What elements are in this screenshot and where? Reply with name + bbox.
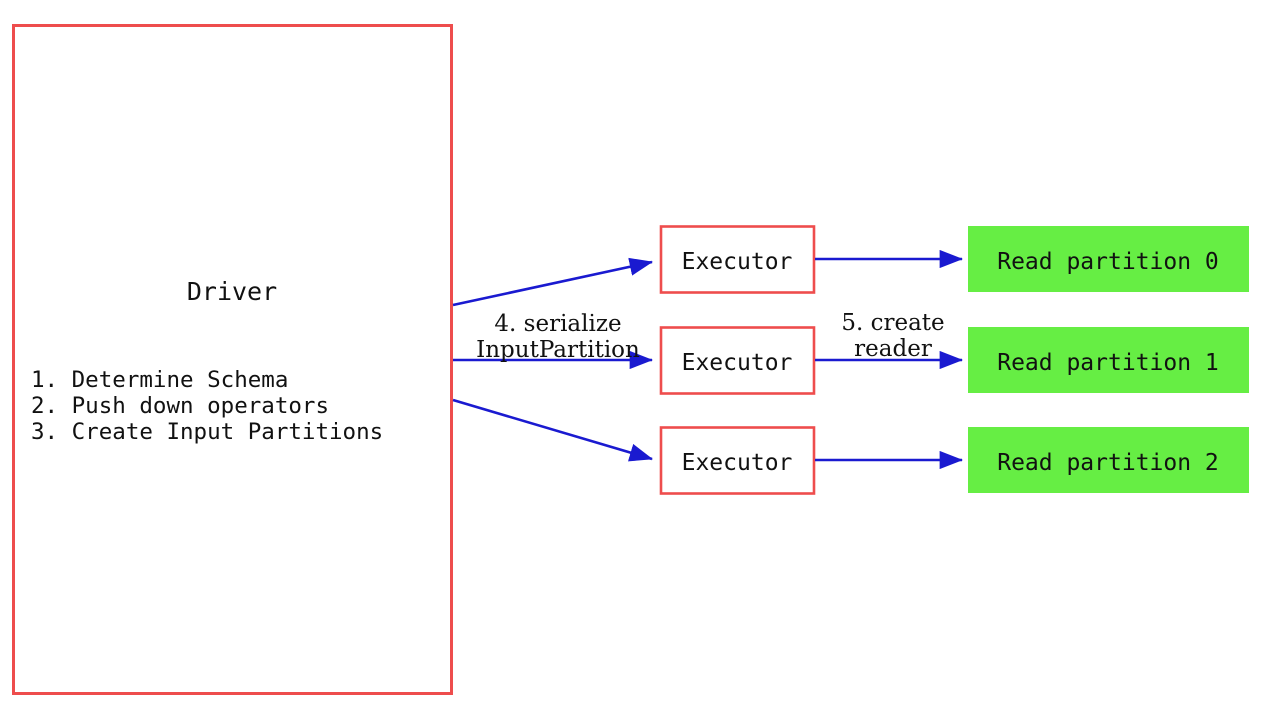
partition-label-0: Read partition 0 <box>997 249 1219 275</box>
edge-label-create-reader-line2: reader <box>854 336 932 362</box>
executor-node-1: Executor <box>659 225 816 294</box>
executor-label-2: Executor <box>682 350 793 376</box>
executor-label-1: Executor <box>682 249 793 275</box>
edge-label-create-reader: 5. create reader <box>841 310 944 362</box>
edge-label-create-reader-line1: 5. create <box>841 310 944 336</box>
executor-label-3: Executor <box>682 450 793 476</box>
driver-step-2: 2. Push down operators <box>31 393 329 419</box>
partition-box-0 <box>968 226 1249 292</box>
partition-box-2 <box>968 427 1249 493</box>
partition-node-0: Read partition 0 <box>968 226 1249 292</box>
executor-box-3 <box>659 426 816 495</box>
edge-label-serialize-line2: InputPartition <box>476 337 640 363</box>
partition-box-1 <box>968 327 1249 393</box>
edge-label-serialize: 4. serialize InputPartition <box>476 311 640 363</box>
partition-label-1: Read partition 1 <box>997 350 1219 376</box>
executor-node-3: Executor <box>659 426 816 495</box>
partition-node-1: Read partition 1 <box>968 327 1249 393</box>
driver-step-1: 1. Determine Schema <box>31 367 288 393</box>
executor-node-2: Executor <box>659 326 816 395</box>
driver-node: Driver 1. Determine Schema 2. Push down … <box>12 24 453 695</box>
executor-box-1 <box>659 225 816 294</box>
edge-label-serialize-line1: 4. serialize <box>494 311 621 337</box>
driver-title: Driver <box>187 277 277 306</box>
partition-node-2: Read partition 2 <box>968 427 1249 493</box>
driver-to-executor-edges <box>452 257 654 462</box>
executor-to-partition-edges <box>815 249 964 470</box>
driver-step-3: 3. Create Input Partitions <box>31 419 383 445</box>
partition-label-2: Read partition 2 <box>997 450 1219 476</box>
driver-box <box>12 24 453 695</box>
edge-driver-to-executor-1 <box>452 257 654 307</box>
edge-driver-to-executor-3 <box>452 398 653 462</box>
executor-box-2 <box>659 326 816 395</box>
